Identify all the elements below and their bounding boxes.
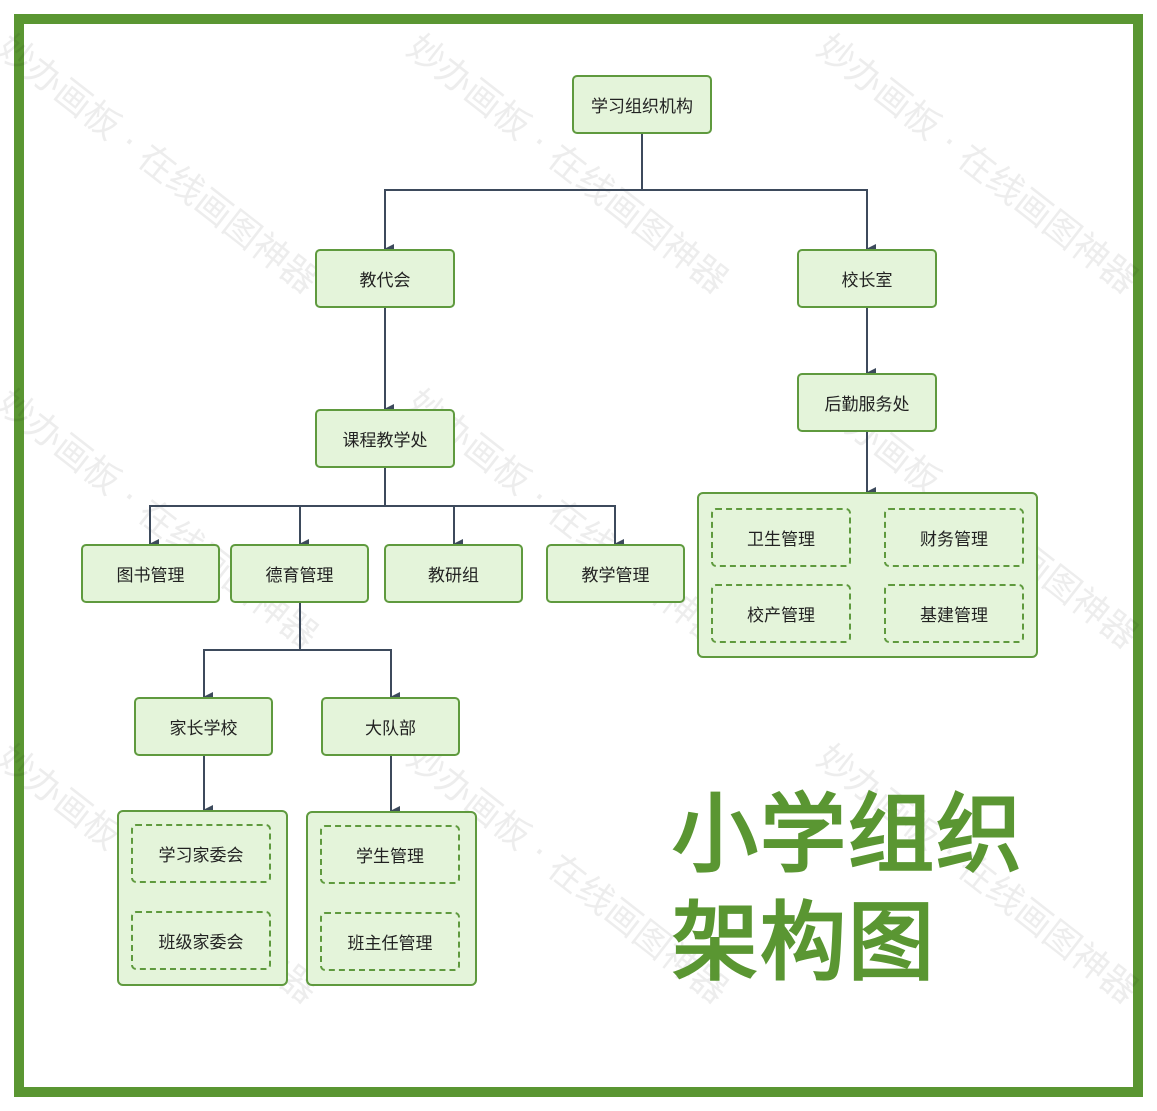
node-label: 学习组织机构: [591, 97, 693, 117]
brigade-group: [306, 811, 477, 986]
node-teaching[interactable]: 教学管理: [546, 544, 685, 603]
logistics-group: [697, 492, 1038, 658]
item-label: 卫生管理: [747, 530, 815, 550]
node-label: 后勤服务处: [824, 395, 910, 415]
title-line-2: 架构图: [672, 893, 936, 993]
parent-group: [117, 810, 288, 986]
logistics-item[interactable]: 校产管理: [711, 584, 851, 643]
logistics-item[interactable]: 财务管理: [884, 508, 1024, 567]
node-library[interactable]: 图书管理: [81, 544, 220, 603]
node-label: 图书管理: [116, 566, 185, 586]
edge-moral-brigade: [299, 603, 400, 702]
edge-curriculum-teaching: [384, 468, 624, 549]
item-label: 班主任管理: [347, 934, 433, 954]
node-curriculum[interactable]: 课程教学处: [315, 409, 455, 468]
node-teachers-congress[interactable]: 教代会: [315, 249, 455, 308]
node-label: 大队部: [365, 719, 416, 739]
node-label: 教代会: [359, 271, 411, 291]
item-label: 学习家委会: [158, 846, 244, 866]
item-label: 财务管理: [920, 530, 988, 550]
node-label: 教研组: [428, 566, 479, 586]
node-label: 课程教学处: [342, 431, 428, 451]
item-label: 学生管理: [356, 847, 424, 867]
title-line-1: 小学组织: [672, 785, 1024, 885]
node-brigade[interactable]: 大队部: [321, 697, 460, 756]
node-label: 家长学校: [169, 719, 238, 739]
node-principal-office[interactable]: 校长室: [797, 249, 937, 308]
edge-moral-parent-school: [203, 603, 301, 702]
edge-curriculum-moral: [299, 468, 386, 549]
node-root[interactable]: 学习组织机构: [572, 75, 712, 134]
brigade-item[interactable]: 学生管理: [320, 825, 460, 884]
node-label: 校长室: [841, 271, 893, 291]
logistics-item[interactable]: 卫生管理: [711, 508, 851, 567]
parent-item[interactable]: 班级家委会: [131, 911, 271, 970]
edge-root-principal-office: [641, 134, 876, 254]
node-label: 教学管理: [581, 566, 650, 586]
parent-item[interactable]: 学习家委会: [131, 824, 271, 883]
item-label: 基建管理: [920, 606, 988, 626]
brigade-item[interactable]: 班主任管理: [320, 912, 460, 971]
node-parent-school[interactable]: 家长学校: [134, 697, 273, 756]
item-label: 班级家委会: [158, 933, 244, 953]
logistics-item[interactable]: 基建管理: [884, 584, 1024, 643]
node-logistics[interactable]: 后勤服务处: [797, 373, 937, 432]
node-research[interactable]: 教研组: [384, 544, 523, 603]
node-moral[interactable]: 德育管理: [230, 544, 369, 603]
node-label: 德育管理: [265, 566, 334, 586]
edge-root-teachers-congress: [384, 134, 643, 254]
item-label: 校产管理: [747, 606, 815, 626]
